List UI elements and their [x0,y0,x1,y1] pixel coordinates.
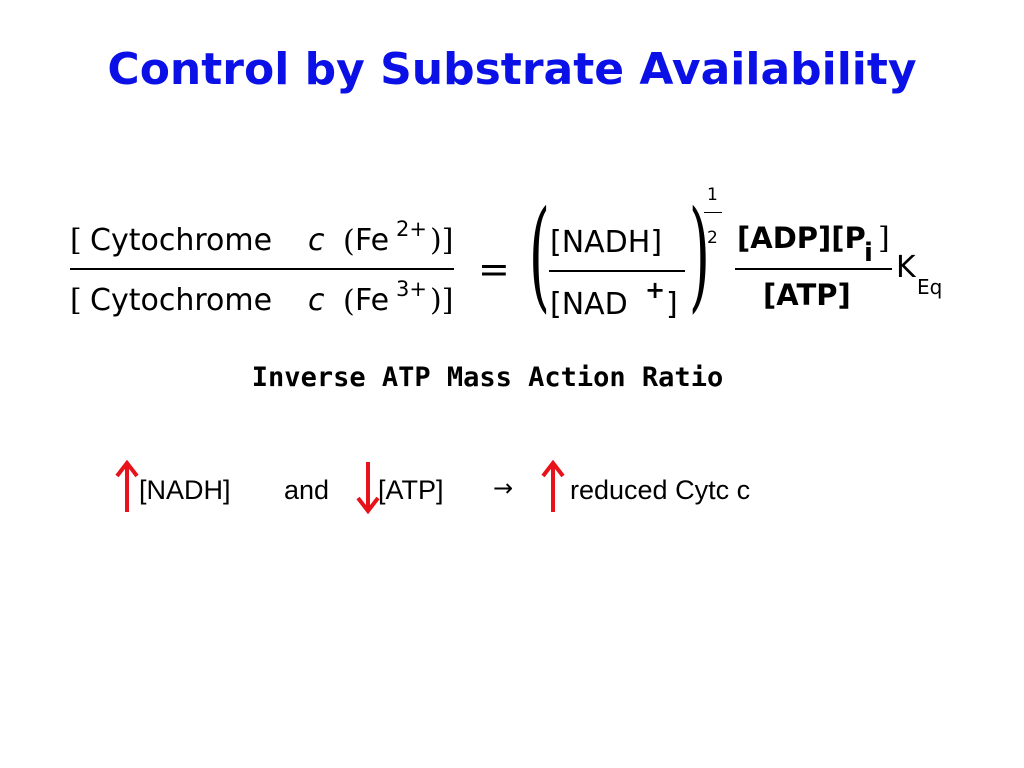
lhs-fraction-line [70,268,454,270]
lhs-den-ion: Fe [355,283,390,318]
equals-sign: = [478,247,510,291]
lhs-num-open-bracket: [ [70,223,82,258]
lhs-num-species: Cytochrome [90,223,273,258]
implies-arrow-icon: → [493,474,514,502]
ratio-numerator: [NADH] [550,225,663,260]
lhs-den-close: )] [430,283,454,318]
lhs-den-open-bracket: [ [70,283,82,318]
atp-text: [ATP] [378,475,444,505]
adp-numerator: [ADP][P [737,221,866,255]
atp-denominator: [ATP] [763,278,851,312]
and-text: and [284,475,330,505]
ratio-denominator-close: ] [666,287,678,322]
lhs-num-open-paren: ( [343,224,355,259]
ratio-fraction-line [549,270,685,272]
k-eq-subscript: Eq [917,275,943,299]
ratio-denominator-charge: + [645,276,666,304]
lhs-num-ion: Fe [355,223,390,258]
lhs-den-open-paren: ( [343,284,355,319]
down-arrow-icon [356,462,380,514]
up-arrow-icon [115,460,139,512]
ratio-denominator: [NAD [550,287,628,322]
lhs-num-c: c [308,223,325,258]
lhs-den-charge: 3+ [396,277,427,301]
exponent-denominator: 2 [707,228,718,248]
exponent-numerator: 1 [707,185,718,205]
lhs-num-close: )] [430,223,454,258]
slide-title: Control by Substrate Availability [107,44,917,95]
k-eq-constant: K [896,250,916,285]
adp-subscript: i [864,238,873,268]
subtitle: Inverse ATP Mass Action Ratio [251,362,724,393]
left-big-paren: ( [528,186,550,325]
nadh-text: [NADH] [139,475,231,505]
lhs-num-charge: 2+ [396,217,427,241]
right-big-paren: ) [688,186,710,325]
lhs-den-species: Cytochrome [90,283,273,318]
up-arrow-icon-result [541,460,565,512]
adp-close: ] [878,221,890,256]
result-text: reduced Cytc c [570,475,751,505]
adp-fraction-line [735,268,892,270]
exponent-fraction-line [704,212,722,213]
lhs-den-c: c [308,283,325,318]
